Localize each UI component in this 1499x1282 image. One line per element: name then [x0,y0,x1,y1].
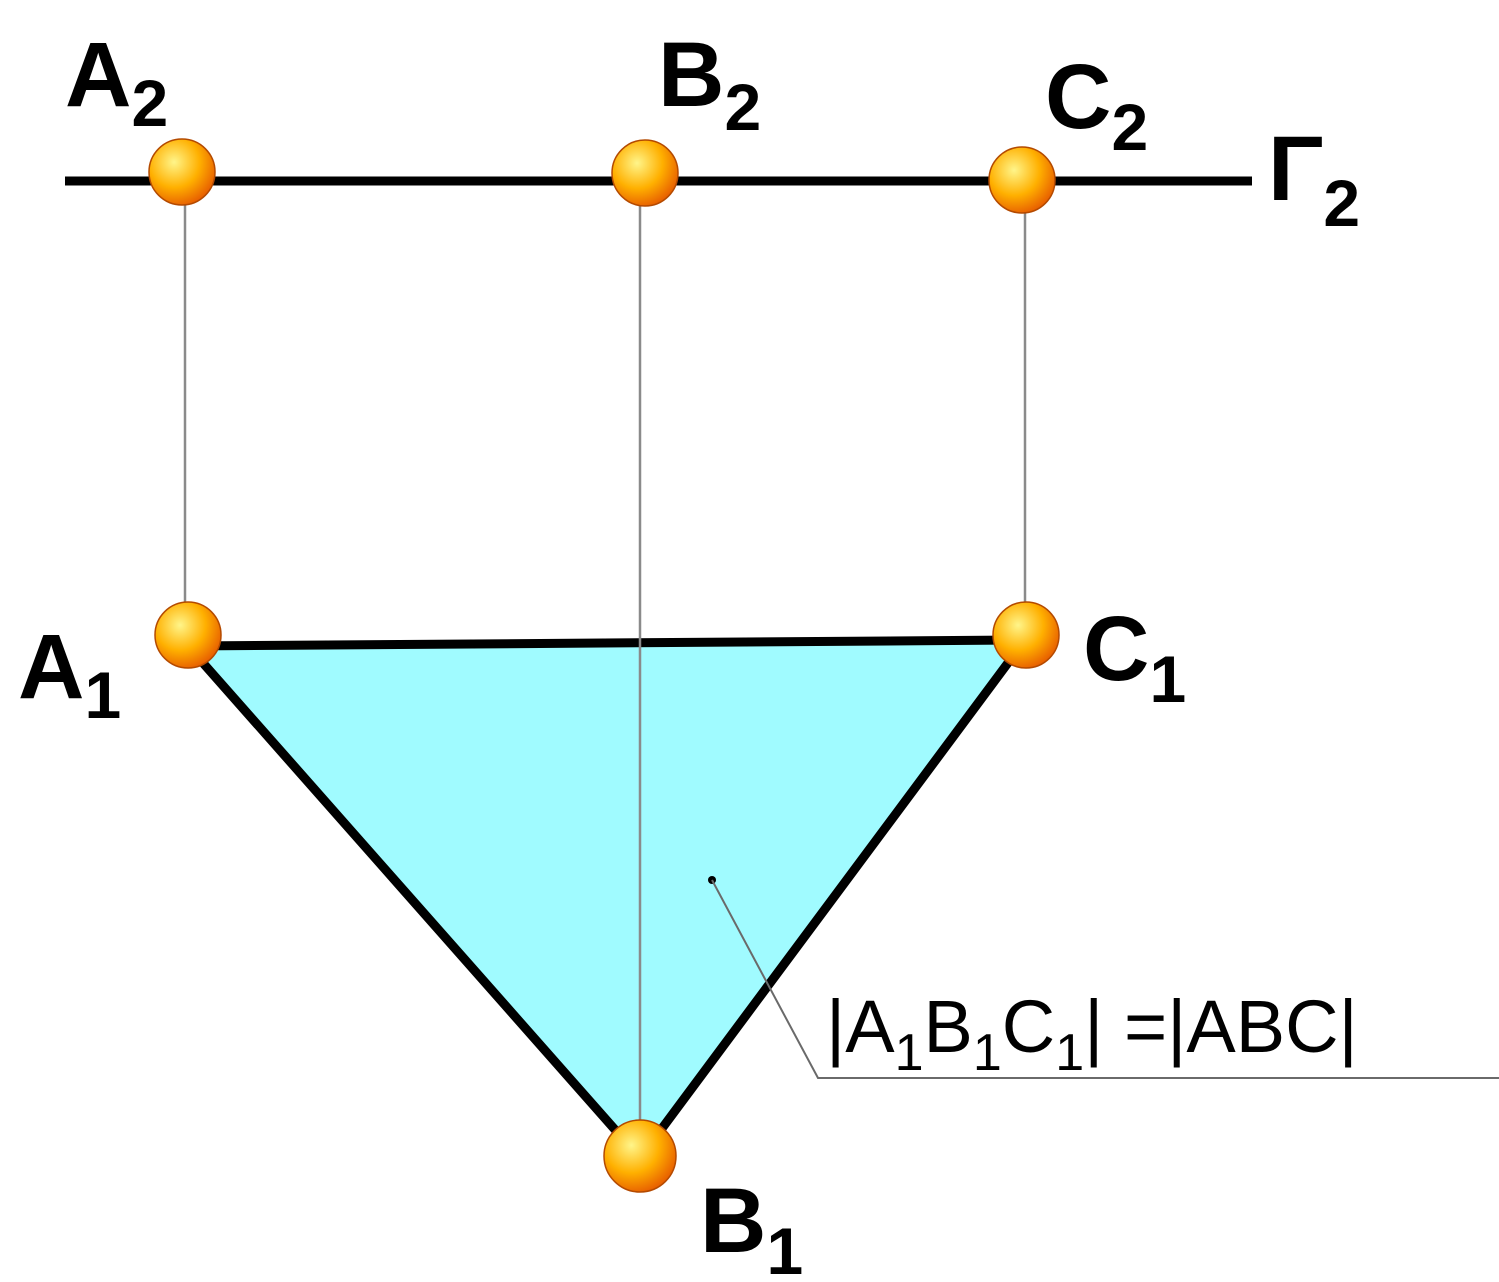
formula-equal-area: |A1B1C1| =|ABC| [826,985,1358,1082]
label-a2: A2 [65,24,168,140]
formula-b-sub: 1 [973,1024,1002,1082]
label-g2-main: Γ [1268,118,1323,220]
label-c1-main: C [1083,598,1149,700]
label-b2-sub: 2 [724,70,761,144]
label-a1: A1 [18,616,121,732]
label-a1-sub: 1 [84,658,121,732]
formula-rest: | =|ABC| [1084,985,1358,1068]
label-c2-sub: 2 [1111,90,1148,164]
formula-a: A [845,985,895,1068]
formula-b: B [924,985,973,1068]
label-a1-main: A [18,616,84,718]
label-a2-main: A [65,24,131,126]
triangle-a1b1c1 [183,635,1030,1163]
leader-line [711,879,1499,1079]
label-c2-main: C [1045,46,1111,148]
formula-open-bar: | [826,985,845,1068]
point-c2 [988,146,1056,214]
point-b1 [603,1119,677,1193]
label-b2: B2 [658,24,761,144]
point-b2 [611,139,679,207]
formula-c: C [1002,985,1055,1068]
label-b1-main: B [700,1170,766,1272]
label-b1-sub: 1 [766,1214,803,1282]
label-c1-sub: 1 [1149,642,1186,716]
label-c1: C1 [1083,598,1186,716]
point-a2 [148,138,216,206]
label-g2-sub: 2 [1323,166,1360,240]
label-b2-main: B [658,24,724,126]
formula-a-sub: 1 [895,1024,924,1082]
point-c1 [992,601,1060,669]
label-c2: C2 [1045,46,1148,164]
label-b1: B1 [700,1170,803,1282]
point-a1 [154,601,222,669]
label-g2: Γ2 [1268,118,1360,240]
label-a2-sub: 2 [131,66,168,140]
formula-c-sub: 1 [1055,1024,1084,1082]
